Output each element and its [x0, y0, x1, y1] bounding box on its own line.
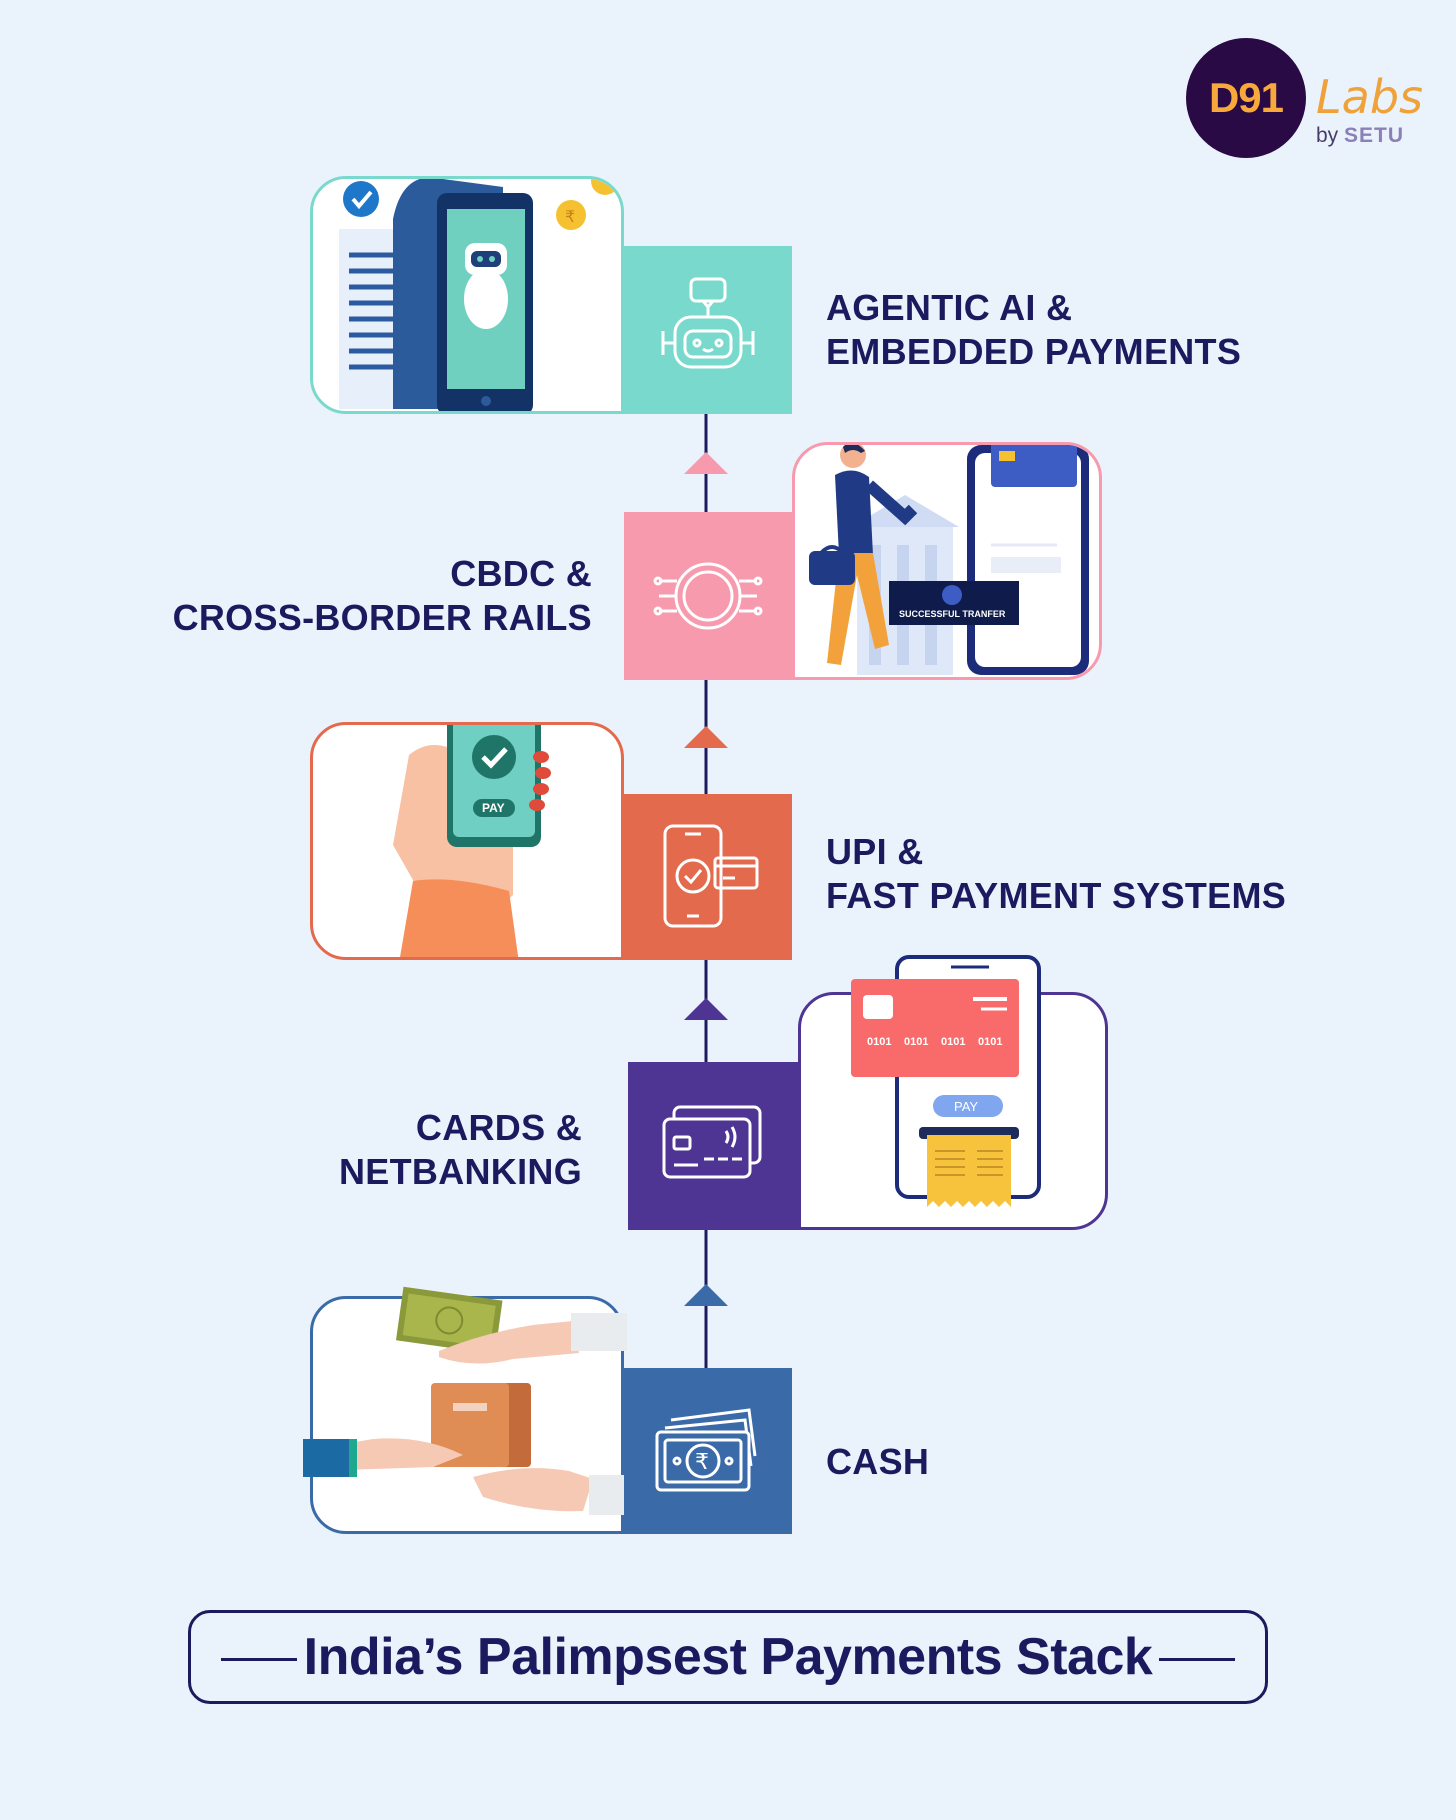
person-bank-transfer-illustration: SUCCESSFUL TRANFER	[809, 445, 1089, 675]
layer-label-line2: FAST PAYMENT SYSTEMS	[826, 875, 1287, 916]
robot-icon	[661, 277, 755, 369]
arrow-up-upi	[684, 726, 728, 748]
card-phone-receipt-illustration: 0101 0101 0101 0101 PAY	[851, 955, 1041, 1207]
robot-phone-illustration: ₹	[339, 179, 619, 411]
layer-label-cards: CARDS & NETBANKING	[250, 1106, 582, 1194]
brand-logo: D91	[1186, 38, 1306, 158]
page-title: India’s Palimpsest Payments Stack	[303, 1628, 1153, 1686]
svg-text:₹: ₹	[565, 207, 575, 226]
logo-mark: D91	[1208, 74, 1284, 121]
cash-handover-illustration	[303, 1286, 629, 1515]
title-divider-left	[221, 1658, 297, 1661]
card-number-group-2: 0101	[904, 1036, 928, 1048]
svg-text:₹: ₹	[695, 1450, 709, 1475]
illustration-upi: PAY	[310, 722, 624, 960]
credit-card-icon	[662, 1105, 762, 1179]
layer-label-cbdc: CBDC & CROSS-BORDER RAILS	[130, 552, 592, 640]
logo-by-brand: SETU	[1344, 124, 1405, 147]
layer-label-line2: EMBEDDED PAYMENTS	[826, 331, 1242, 372]
tile-cards	[628, 1062, 798, 1230]
title-banner: India’s Palimpsest Payments Stack	[188, 1610, 1268, 1704]
title-divider-right	[1159, 1658, 1235, 1661]
layer-label-line1: AGENTIC AI &	[826, 287, 1073, 328]
layer-label-line1: CBDC &	[450, 553, 592, 594]
layer-label-line2: NETBANKING	[339, 1151, 582, 1192]
layer-label-line1: CASH	[826, 1441, 930, 1482]
phone-check-icon	[663, 824, 759, 928]
logo-name: Labs	[1316, 70, 1423, 124]
transfer-badge-text: SUCCESSFUL TRANFER	[899, 609, 1006, 619]
layer-label-line2: CROSS-BORDER RAILS	[172, 597, 592, 638]
layer-label-line1: UPI &	[826, 831, 924, 872]
hand-phone-pay-illustration: PAY	[393, 725, 551, 957]
logo-by-prefix: by	[1316, 124, 1339, 147]
pay-button-text: PAY	[482, 801, 505, 815]
card-number-group-1: 0101	[867, 1036, 891, 1048]
card-number-group-4: 0101	[978, 1036, 1002, 1048]
layer-label-upi: UPI & FAST PAYMENT SYSTEMS	[826, 830, 1286, 918]
tile-upi	[624, 794, 792, 960]
arrow-up-cash	[684, 1284, 728, 1306]
illustration-cash	[303, 1286, 629, 1534]
tile-cbdc	[624, 512, 792, 680]
pay-button-text: PAY	[954, 1099, 978, 1114]
layer-label-cash: CASH	[826, 1440, 929, 1484]
layer-label-line1: CARDS &	[415, 1107, 582, 1148]
tile-cash: ₹	[624, 1368, 792, 1534]
illustration-agentic-ai: ₹	[310, 176, 624, 414]
illustration-cbdc: SUCCESSFUL TRANFER	[792, 442, 1102, 680]
arrow-up-cards	[684, 998, 728, 1020]
layer-label-agentic-ai: AGENTIC AI & EMBEDDED PAYMENTS	[826, 286, 1241, 374]
banknote-icon: ₹	[655, 1408, 757, 1492]
illustration-cards: 0101 0101 0101 0101 PAY	[798, 955, 1108, 1230]
tile-agentic-ai	[624, 246, 792, 414]
logo-byline: by SETU	[1316, 124, 1404, 148]
chip-icon	[653, 562, 763, 630]
arrow-up-cbdc	[684, 452, 728, 474]
card-number-group-3: 0101	[941, 1036, 965, 1048]
